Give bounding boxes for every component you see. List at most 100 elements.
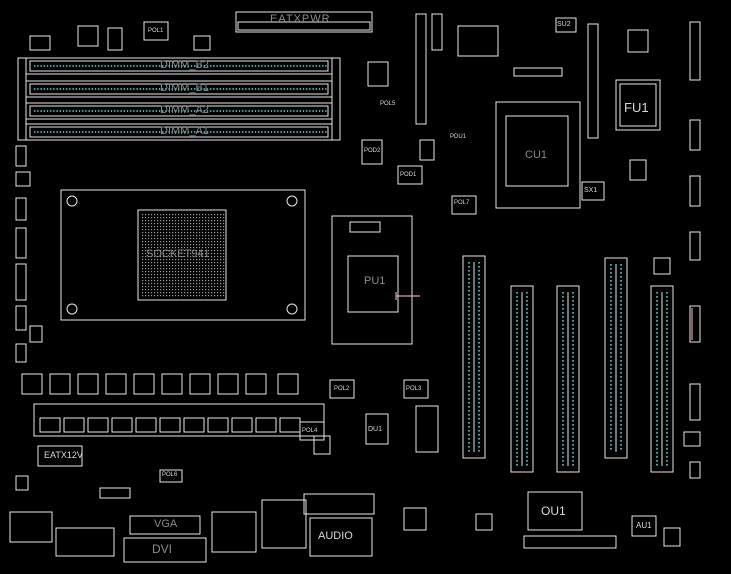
dimm-pin [50,131,52,133]
dimm-pin [258,131,260,133]
slot-pin [468,406,470,408]
dimm-pin [290,88,292,90]
dimm-pin [206,110,209,112]
dimm-pin [126,88,129,90]
slot-pin [468,278,470,280]
dimm-pin [315,88,317,90]
slot-pin [620,416,622,418]
slot-pin [468,342,470,344]
slot-pin [478,298,480,300]
dimm-pin [123,110,125,112]
slot-pin [478,406,480,408]
slot-pin [610,376,612,378]
slot-pin [478,302,480,304]
slot-pin [562,340,564,342]
slot-pin [656,456,658,458]
slot-pin [468,318,470,320]
dimm-pin [126,110,129,112]
slot-pin [516,316,518,318]
slot-pin [478,414,480,416]
slot-pin [562,412,564,414]
dimm-pin [72,88,74,90]
slot-pin [620,368,622,370]
slot-pin [572,344,574,346]
slot-pin [478,362,480,364]
dimm-pin [219,88,221,90]
dimm-pin [242,131,244,133]
slot-pin [526,380,528,382]
dimm-pin [312,65,314,67]
slot-pin [526,448,528,450]
slot-pin [478,282,480,284]
dimm-pin [200,65,202,67]
dimm-pin [261,65,263,67]
slot-pin [478,418,480,420]
slot-pin [516,340,518,342]
slot-pin [620,400,622,402]
dimm-pin [136,110,138,112]
dimm-pin [216,65,218,67]
slot-pin [516,356,518,358]
dimm-pin [34,88,36,90]
slot-pin [572,396,574,398]
dimm-pin [162,88,164,90]
slot-pin [666,372,668,374]
dimm-pin [56,110,58,112]
dimm-pin [98,65,100,67]
dimm-pin [82,131,84,133]
slot-pin [610,348,612,350]
slot-pin [620,316,622,318]
slot-pin [468,438,470,440]
slot-pin [562,424,564,426]
dimm-pin [190,131,193,133]
dimm-pin [117,65,119,67]
slot-pin [572,308,574,310]
dimm-pin [168,65,170,67]
dimm-pin [178,88,180,90]
slot-pin [656,428,658,430]
slot-pin [610,428,612,430]
dimm-pin [62,110,65,112]
slot-pin [468,382,470,384]
dimm-pin [210,65,212,67]
slot-pin [666,412,668,414]
dimm-pin [299,65,301,67]
slot-pin [526,404,528,406]
slot-pin [562,400,564,402]
slot-pin [516,412,518,414]
dimm-pin [290,131,292,133]
slot-pin [572,416,574,418]
slot-pin [656,416,658,418]
dimm-pin [133,110,135,112]
slot-pin [610,408,612,410]
dimm-pin [318,88,321,90]
middle-components [99,139,681,547]
slot-pin [562,328,564,330]
slot-pin [468,274,470,276]
dimm-pin [181,65,183,67]
dimm-pin [248,88,250,90]
slot-pin [572,336,574,338]
slot-pin [562,388,564,390]
slot-pin [468,410,470,412]
ou1-label: OU1 [541,504,566,518]
slot-pin [610,360,612,362]
dimm-pin [91,65,93,67]
slot-pin [656,420,658,422]
dimm-pin [59,65,61,67]
dimm-pin [117,131,119,133]
slot-pin [656,296,658,298]
dimm-pin [85,110,87,112]
dimm-pin [206,65,209,67]
dimm-pin [62,131,65,133]
slot-pin [572,304,574,306]
slot-pin [572,400,574,402]
dimm-pin [88,65,90,67]
dimm-pin [254,88,257,90]
dimm-pin [171,65,173,67]
slot-pin [526,308,528,310]
slot-pin [656,464,658,466]
slot-pin [478,306,480,308]
dimm-pin [181,131,183,133]
slot-pin [572,292,574,294]
